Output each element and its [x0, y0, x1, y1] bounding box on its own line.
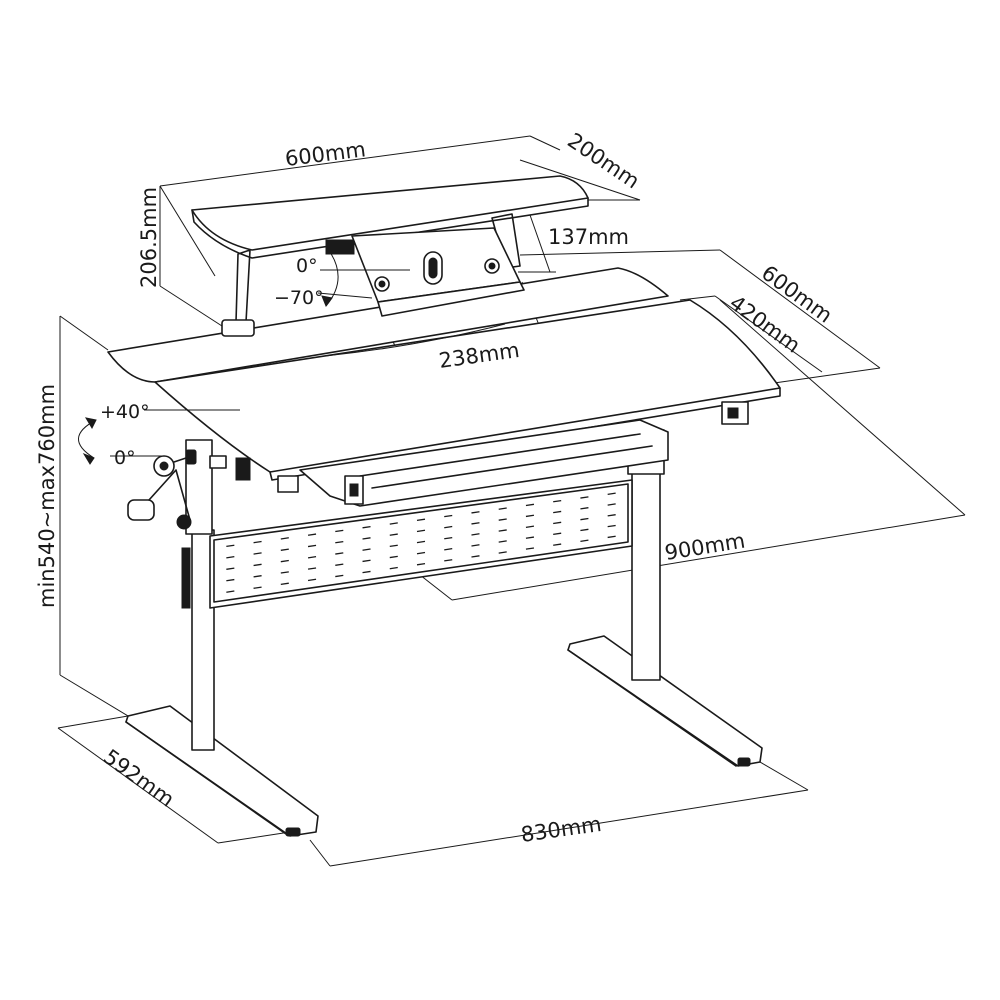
label-height-range: min540~max760mm: [35, 384, 59, 608]
panel-slot: [444, 514, 453, 518]
panel-slot: [253, 540, 262, 544]
panel-slot: [389, 522, 398, 525]
panel-slot: [280, 582, 289, 586]
panel-slot: [498, 529, 507, 532]
panel-slot: [444, 525, 453, 529]
panel-slot: [553, 510, 562, 514]
panel-slot: [280, 559, 289, 563]
panel-slot: [307, 556, 317, 559]
panel-slot: [416, 562, 426, 566]
label-desk-width: 900mm: [663, 529, 747, 565]
panel-slot: [580, 539, 589, 542]
panel-slot: [471, 522, 480, 525]
right-foot: [567, 635, 763, 767]
panel-slot: [498, 540, 507, 543]
panel-slot: [253, 575, 262, 578]
panel-slot: [607, 503, 616, 506]
panel-slot: [362, 570, 371, 574]
panel-slot: [362, 537, 371, 540]
panel-slot: [553, 521, 562, 525]
label-shelf-height: 206.5mm: [137, 187, 161, 288]
panel-slot: [607, 492, 616, 495]
panel-slot: [416, 518, 426, 522]
panel-slot: [280, 548, 289, 551]
panel-slot: [444, 536, 453, 540]
panel-slot: [580, 507, 589, 510]
panel-slot: [525, 503, 535, 507]
panel-slot: [335, 552, 344, 555]
panel-slot: [607, 514, 616, 517]
panel-slot: [580, 496, 589, 499]
panel-slot: [498, 518, 507, 521]
angle-indicators: [78, 251, 410, 465]
panel-slot: [226, 544, 235, 548]
panel-slot: [362, 559, 371, 563]
cable-panel: [209, 479, 633, 609]
panel-slot: [580, 528, 589, 532]
label-holder-angle-top: 0°: [296, 255, 318, 277]
panel-slot: [389, 533, 398, 536]
right-leg: [627, 429, 665, 681]
panel-slot: [226, 590, 235, 593]
desktop: [107, 267, 781, 507]
panel-slot: [607, 524, 616, 528]
panel-slot: [226, 578, 235, 582]
panel-slot: [416, 551, 426, 555]
panel-slot: [280, 571, 289, 574]
panel-slot: [226, 556, 235, 559]
label-holder-angle-bottom: −70°: [274, 287, 324, 309]
label-tilt-angle-top: +40°: [100, 401, 150, 423]
label-base-depth: 592mm: [99, 745, 179, 812]
panel-slot: [307, 567, 317, 570]
label-holder-depth: 137mm: [548, 225, 629, 249]
panel-slot: [580, 517, 589, 521]
panel-slot: [525, 525, 535, 528]
book-holder: [325, 227, 525, 317]
panel-slot: [471, 555, 480, 558]
label-shelf-width: 600mm: [284, 137, 367, 171]
panel-slot: [471, 544, 480, 547]
panel-slot: [471, 511, 480, 514]
panel-slot: [307, 578, 317, 582]
panel-slot: [416, 540, 426, 544]
panel-slot: [253, 563, 262, 567]
panel-slot: [607, 535, 616, 539]
panel-slot: [307, 544, 317, 548]
panel-slot: [553, 499, 562, 503]
panel-slot: [444, 548, 453, 551]
crank-handles: [127, 449, 197, 530]
panel-slot: [253, 586, 262, 589]
label-base-width: 830mm: [519, 812, 603, 847]
panel-slot: [416, 529, 426, 533]
left-foot: [125, 705, 319, 837]
angle-labels: 0° −70° +40° 0°: [100, 255, 324, 469]
panel-slot: [525, 547, 535, 550]
panel-slot: [444, 559, 453, 562]
height-crank: [127, 469, 192, 530]
panel-slot: [389, 544, 398, 548]
panel-slot: [389, 555, 398, 559]
panel-slot: [553, 543, 562, 546]
panel-slot: [280, 537, 289, 540]
panel-slot: [335, 574, 344, 578]
label-tilt-angle-bottom: 0°: [114, 447, 136, 469]
panel-slot: [335, 540, 344, 544]
panel-slot: [471, 533, 480, 536]
panel-slot: [307, 533, 317, 536]
panel-slot: [525, 536, 535, 539]
panel-slot: [253, 552, 262, 555]
monitor-shelf: [191, 175, 589, 337]
panel-slot: [362, 525, 371, 529]
panel-slot: [335, 529, 344, 533]
panel-slot: [362, 548, 371, 551]
panel-slot: [525, 514, 535, 518]
panel-slot: [226, 567, 235, 570]
panel-slot: [553, 532, 562, 536]
panel-slot: [498, 551, 507, 554]
panel-slot: [389, 566, 398, 570]
panel-slot: [498, 507, 507, 510]
panel-slot: [335, 563, 344, 566]
